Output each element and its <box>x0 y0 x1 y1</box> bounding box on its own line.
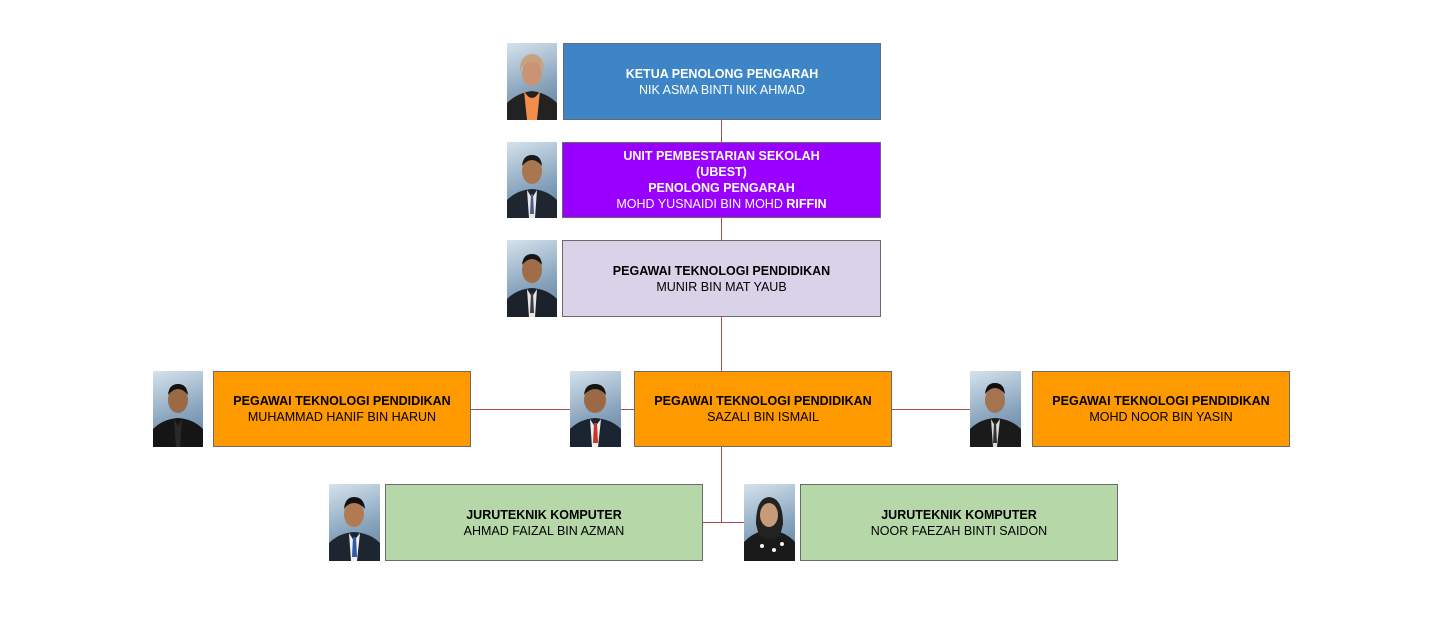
person-photo-icon <box>507 254 557 317</box>
person-photo-icon <box>970 383 1021 447</box>
person-photo-icon <box>329 497 380 561</box>
connector-ubest-officer <box>721 218 722 240</box>
person-photo-icon <box>570 384 621 447</box>
connector-technicians-horizontal <box>703 522 744 523</box>
person-photo-icon <box>153 384 203 447</box>
person-photo-icon <box>744 497 795 561</box>
node-officer-noor: PEGAWAI TEKNOLOGI PENDIDIKAN MOHD NOOR B… <box>1032 371 1290 447</box>
munir-photo <box>507 240 557 317</box>
node-tech-faizal-name: AHMAD FAIZAL BIN AZMAN <box>463 523 625 538</box>
connector-sazali-noor <box>892 409 970 410</box>
connector-head-ubest <box>721 120 722 142</box>
node-ubest-name-prefix: MOHD YUSNAIDI BIN MOHD <box>616 197 787 211</box>
head-photo <box>507 43 557 120</box>
node-ubest-role-line3: PENOLONG PENGARAH <box>648 181 795 195</box>
node-ubest-role-line2: (UBEST) <box>696 165 747 179</box>
node-officer-sazali: PEGAWAI TEKNOLOGI PENDIDIKAN SAZALI BIN … <box>634 371 892 447</box>
node-officer-munir-name: MUNIR BIN MAT YAUB <box>656 279 787 294</box>
node-head-name: NIK ASMA BINTI NIK AHMAD <box>638 82 805 97</box>
node-ubest-name-suffix: RIFFIN <box>786 197 827 211</box>
faizal-photo <box>329 484 380 561</box>
node-officer-sazali-name: SAZALI BIN ISMAIL <box>707 410 819 424</box>
ubest-photo <box>507 142 557 218</box>
connector-hanif-sazali <box>471 409 634 410</box>
person-photo-icon <box>507 54 557 120</box>
node-tech-faezah: JURUTEKNIK KOMPUTER NOOR FAEZAH BINTI SA… <box>800 484 1118 561</box>
node-officer-hanif-role: PEGAWAI TEKNOLOGI PENDIDIKAN <box>233 394 451 408</box>
node-tech-faizal: JURUTEKNIK KOMPUTER AHMAD FAIZAL BIN AZM… <box>385 484 703 561</box>
node-tech-faezah-name: NOOR FAEZAH BINTI SAIDON <box>870 523 1048 538</box>
node-officer-hanif: PEGAWAI TEKNOLOGI PENDIDIKAN MUHAMMAD HA… <box>213 371 471 447</box>
node-ubest-role-line1: UNIT PEMBESTARIAN SEKOLAH <box>623 149 820 163</box>
faezah-photo <box>744 484 795 561</box>
node-officer-munir-role: PEGAWAI TEKNOLOGI PENDIDIKAN <box>612 263 831 278</box>
node-head-role: KETUA PENOLONG PENGARAH <box>625 66 819 81</box>
sazali-photo <box>570 371 621 447</box>
connector-sazali-technicians <box>721 447 722 523</box>
node-tech-faizal-role: JURUTEKNIK KOMPUTER <box>466 507 622 522</box>
connector-officer-sazali <box>721 317 722 371</box>
node-ubest-name: MOHD YUSNAIDI BIN MOHD RIFFIN <box>616 196 826 212</box>
node-officer-noor-role: PEGAWAI TEKNOLOGI PENDIDIKAN <box>1052 394 1270 408</box>
person-photo-icon <box>507 155 557 218</box>
node-tech-faezah-role: JURUTEKNIK KOMPUTER <box>881 507 1037 522</box>
node-head: KETUA PENOLONG PENGARAH NIK ASMA BINTI N… <box>563 43 881 120</box>
node-officer-munir: PEGAWAI TEKNOLOGI PENDIDIKAN MUNIR BIN M… <box>562 240 881 317</box>
node-ubest: UNIT PEMBESTARIAN SEKOLAH (UBEST) PENOLO… <box>562 142 881 218</box>
node-officer-sazali-role: PEGAWAI TEKNOLOGI PENDIDIKAN <box>654 394 872 408</box>
node-officer-hanif-name: MUHAMMAD HANIF BIN HARUN <box>247 410 437 424</box>
noor-photo <box>970 371 1021 447</box>
node-officer-noor-name: MOHD NOOR BIN YASIN <box>1089 410 1233 424</box>
hanif-photo <box>153 371 203 447</box>
